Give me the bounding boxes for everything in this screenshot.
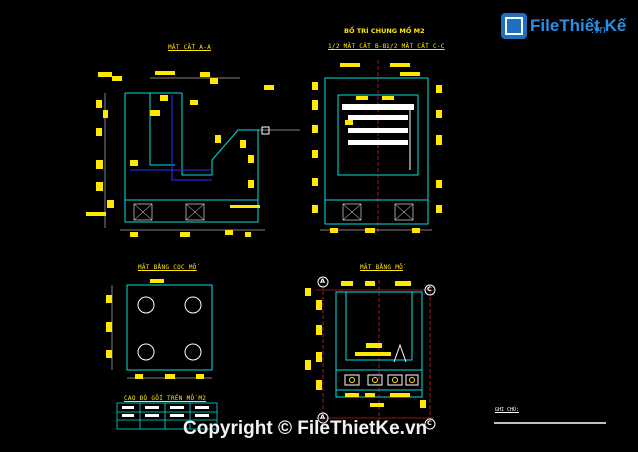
main-title: BỐ TRÍ CHUNG MỐ M2	[344, 27, 425, 35]
grid-label-c-top: C	[427, 285, 432, 293]
brand-logo-icon	[501, 13, 527, 39]
section-b-c	[320, 60, 432, 235]
pile-plan-labels	[106, 279, 204, 379]
section-a-title: MẶT CẮT A-A	[168, 44, 212, 51]
copyright-watermark: Copyright © FileThietKe.vn	[183, 418, 428, 439]
abutment-plan	[316, 276, 436, 430]
grid-label-a-top: A	[320, 277, 326, 285]
pile-plan-title: MẶT BẰNG CỌC MỐ	[138, 264, 197, 271]
grid-label-c-bottom: C	[427, 419, 432, 427]
brand-logo-domain: .vn	[591, 24, 606, 36]
half-section-left-title: 1/2 MẶT CẮT B-B	[328, 43, 387, 50]
brand-logo-text: FileThiết Kế	[530, 16, 627, 35]
abutment-plan-labels	[305, 281, 426, 408]
notes-label: GHI CHÚ:	[495, 407, 520, 413]
half-section-right-title: 1/2 MẶT CẮT C-C	[386, 43, 445, 50]
grid-label-a-bottom: A	[320, 413, 326, 421]
section-a-a	[104, 77, 300, 231]
section-b-c-labels	[312, 63, 442, 233]
bearing-table-values	[122, 406, 209, 417]
plan-title: MẶT BẰNG MỐ	[360, 264, 404, 271]
section-a-a-labels	[86, 71, 274, 237]
bearing-table	[116, 402, 218, 430]
bearing-table-title: CAO ĐỘ GỐI TRÊN MỐ M2	[124, 395, 207, 402]
pile-plan	[111, 284, 213, 379]
